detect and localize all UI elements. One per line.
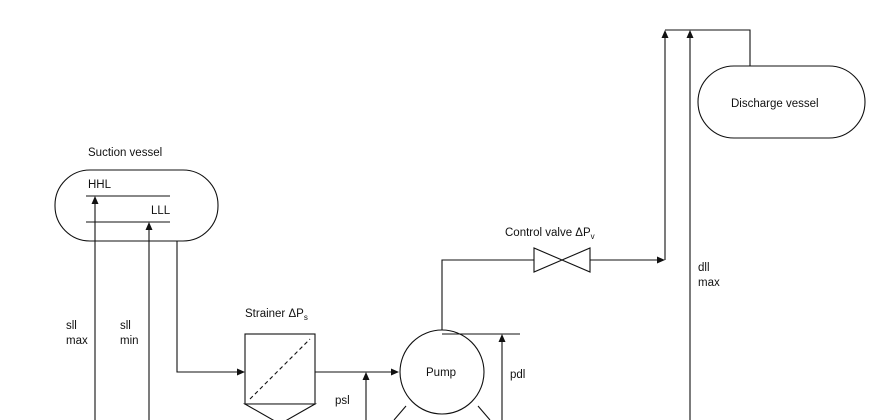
discharge-top-pipe (665, 29, 751, 66)
strainer-label: Strainer ΔPs (245, 308, 308, 322)
psl-measure: psl (335, 372, 370, 420)
discharge-arrow (657, 256, 665, 264)
sll-min-label-1: sll (120, 320, 131, 332)
suction-vessel-title: Suction vessel (88, 147, 162, 159)
strainer-drain (242, 403, 318, 420)
control-valve-right-triangle (560, 247, 591, 273)
discharge-vessel-body (697, 65, 866, 139)
control-valve-label: Control valve ΔPv (505, 227, 595, 241)
pump-label: Pump (426, 367, 456, 379)
sll-min-measure: sll min (120, 222, 153, 420)
control-valve-label-sub: v (591, 232, 595, 241)
strainer-label-sub: s (304, 313, 308, 322)
suction-pipe-arrow (237, 368, 245, 376)
control-valve-left-triangle (533, 247, 564, 273)
sll-min-label-2: min (120, 335, 139, 347)
pump-leg-left (393, 405, 407, 420)
dll-max-arrow (686, 30, 694, 38)
pump: Pump (393, 329, 491, 420)
discharge-vessel-label: Discharge vessel (731, 98, 819, 110)
sll-min-arrow (145, 222, 153, 230)
pdl-label: pdl (510, 369, 525, 381)
psl-label: psl (335, 395, 350, 407)
psl-arrow (362, 372, 370, 380)
pump-inlet-arrow (391, 368, 399, 376)
lll-label: LLL (151, 205, 171, 217)
discharge-pipe-a (441, 259, 534, 330)
control-valve-label-main: Control valve ΔP (505, 227, 591, 239)
strainer-screen (249, 338, 311, 400)
strainer: Strainer ΔPs (242, 308, 318, 420)
suction-pipe (176, 241, 238, 373)
dll-max-label-2: max (698, 277, 720, 289)
sll-max-measure: sll max (66, 196, 99, 420)
discharge-vessel: Discharge vessel (697, 65, 866, 139)
strainer-label-main: Strainer ΔP (245, 308, 304, 320)
sll-max-arrow (91, 196, 99, 204)
dll-max-label-1: dll (698, 262, 710, 274)
suction-vessel: Suction vessel HHL LLL (54, 147, 219, 242)
control-valve: Control valve ΔPv (505, 227, 595, 273)
hhl-label: HHL (88, 179, 112, 191)
pump-leg-right (477, 405, 491, 420)
discharge-riser-arrow (661, 30, 669, 38)
sll-max-label-2: max (66, 335, 88, 347)
pdl-arrow (498, 334, 506, 342)
sll-max-label-1: sll (66, 320, 77, 332)
dll-max-measure: dll max (686, 30, 720, 420)
suction-vessel-body (54, 169, 219, 242)
pdl-measure: pdl (442, 333, 525, 420)
